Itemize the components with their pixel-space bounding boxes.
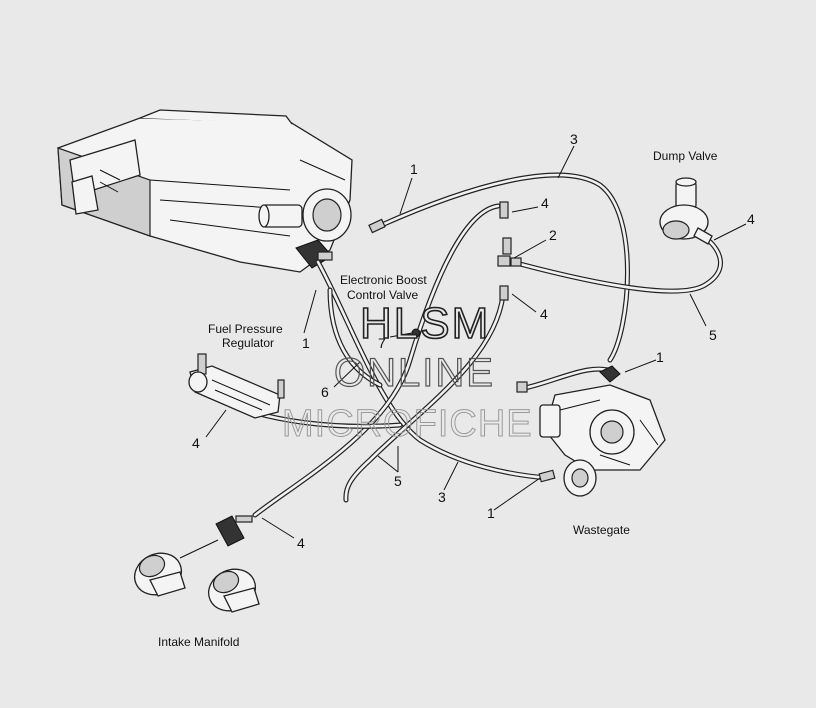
turbo-wastegate [539,365,666,497]
callout-numbers: 1 1 1 1 2 3 3 4 4 4 4 4 5 5 6 7 [192,131,755,551]
callout-4-dump: 4 [747,211,755,227]
callout-2: 2 [549,227,557,243]
dump-valve-label: Dump Valve [653,149,718,163]
callout-1-bottom: 1 [487,505,495,521]
watermark-line-2: ONLINE [334,351,495,395]
callout-1-mid: 1 [302,335,310,351]
map-sensor [179,515,253,559]
dump-valve [659,177,713,245]
boost-valve-label-2: Control Valve [347,288,418,302]
part-labels: Dump Valve Electronic Boost Control Valv… [158,149,718,649]
wastegate-label: Wastegate [573,523,630,537]
callout-3-top: 3 [570,131,578,147]
callout-5-right: 5 [709,327,717,343]
intake-manifold-boots [134,552,260,613]
callout-4-left: 4 [192,435,200,451]
boost-valve-label-1: Electronic Boost [340,273,427,287]
callout-6: 6 [321,384,329,400]
callout-1-top: 1 [410,161,418,177]
hose-fittings [368,201,556,483]
callout-4-bottom: 4 [297,535,305,551]
watermark-line-3: MICROFICHE [282,403,533,445]
callout-1-right: 1 [656,349,664,365]
callout-4-mid: 4 [540,306,548,322]
leader-lines [205,145,747,539]
intake-manifold-label: Intake Manifold [158,635,239,649]
callout-3-bottom: 3 [438,489,446,505]
airbox-housing [57,109,353,273]
callout-7: 7 [378,335,386,351]
callout-4-top: 4 [541,195,549,211]
hose-network [229,172,723,518]
fuel-regulator-label-1: Fuel Pressure [208,322,283,336]
watermark: HLSM ONLINE MICROFICHE [282,298,533,445]
fuel-rail-regulator [188,353,285,419]
watermark-line-1: HLSM [360,299,490,348]
callout-5-bottom: 5 [394,473,402,489]
fuel-regulator-label-2: Regulator [222,336,274,350]
